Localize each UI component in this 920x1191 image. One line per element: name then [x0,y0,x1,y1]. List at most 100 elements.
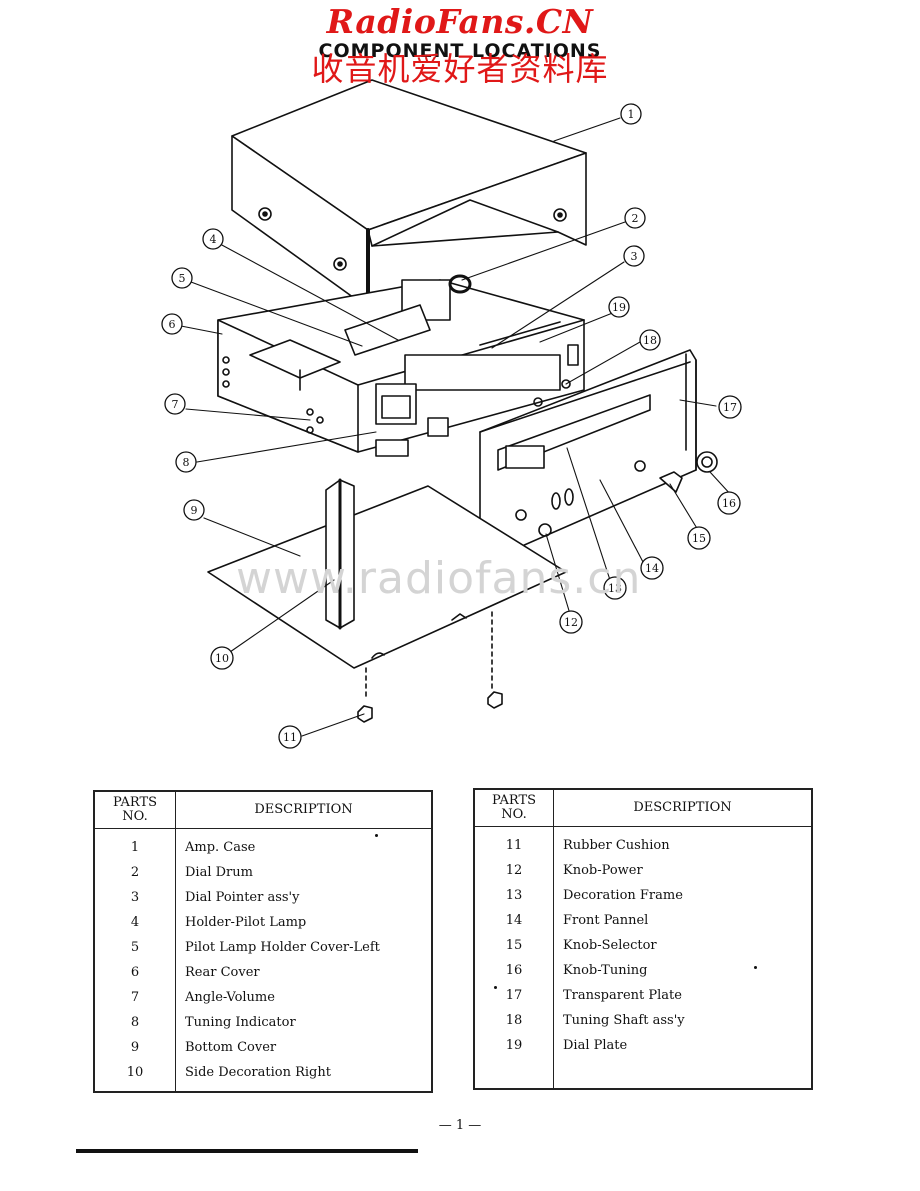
callout-17 [718,395,742,419]
callout-label: 11 [283,731,297,744]
side-decoration-part [325,478,355,630]
callout-label: 2 [632,212,639,225]
part-description: Knob-Tuning [563,963,648,978]
watermark-domain: www.radiofans.cn [236,553,642,604]
callout-3 [623,245,645,267]
leader-lines [180,117,733,737]
speck-mark [754,966,757,969]
header-description: DESCRIPTION [175,791,432,829]
table-row: 13 Decoration Frame [474,883,812,908]
part-description: Bottom Cover [185,1040,277,1055]
part-description: Side Decoration Right [185,1065,331,1080]
part-number: 15 [474,933,554,958]
callout-label: 5 [179,272,186,285]
part-description: Angle-Volume [185,990,275,1005]
header-description: DESCRIPTION [553,789,812,827]
header-no-label: NO. [122,809,148,824]
table-row: 6 Rear Cover [94,960,432,985]
callout-label: 3 [631,250,638,263]
table-header-row: PARTS NO. DESCRIPTION [474,789,812,827]
callout-labels: 1 2 3 4 5 6 7 8 9 10 11 12 13 14 15 16 1… [169,108,738,744]
amp-case-part [231,79,587,310]
part-number: 13 [474,883,554,908]
part-number: 11 [474,833,554,858]
callout-8 [175,451,197,473]
header-parts-label: PARTS [112,795,158,810]
part-description: Dial Pointer ass'y [185,890,300,905]
callout-label: 19 [612,301,626,314]
part-number: 18 [474,1008,554,1033]
table-row: 1 Amp. Case [94,835,432,860]
part-description: Tuning Indicator [185,1015,296,1030]
part-number: 1 [94,835,176,860]
callout-12 [559,610,583,634]
part-description: Tuning Shaft ass'y [563,1013,685,1028]
speck-mark [494,986,497,989]
callout-11 [278,725,302,749]
page-title: COMPONENT LOCATIONS [318,40,602,62]
part-description: Dial Plate [563,1038,628,1053]
callout-1 [620,103,642,125]
part-description: Holder-Pilot Lamp [185,915,307,930]
part-number: 10 [94,1060,176,1085]
callout-19 [608,296,630,318]
chassis-part [217,274,585,457]
table-row: 7 Angle-Volume [94,985,432,1010]
header-no-label: NO. [501,807,527,822]
parts-table-left: PARTS NO. DESCRIPTION 1 Amp. Case 2 Dial D… [93,790,433,1093]
callout-13 [603,576,627,600]
part-number: 3 [94,885,176,910]
part-number: 9 [94,1035,176,1060]
callout-5 [171,267,193,289]
part-number: 19 [474,1033,554,1058]
part-description: Pilot Lamp Holder Cover-Left [185,940,380,955]
callout-label: 14 [645,562,659,575]
table-row: 19 Dial Plate [474,1033,812,1058]
callout-label: 16 [722,497,736,510]
callout-label: 12 [564,616,578,629]
table-row: 14 Front Pannel [474,908,812,933]
part-description: Rubber Cushion [563,838,670,853]
callout-label: 4 [210,233,217,246]
parts-table-right: PARTS NO. DESCRIPTION 11 Rubber Cushion 1… [473,788,813,1090]
callout-14 [640,556,664,580]
part-description: Amp. Case [185,840,256,855]
callout-16 [717,491,741,515]
header-parts-no: PARTS NO. [94,791,176,829]
part-description: Rear Cover [185,965,260,980]
part-number: 6 [94,960,176,985]
exploded-view-diagram: 1 2 3 4 5 6 7 8 9 10 11 12 13 14 15 16 1… [161,79,742,749]
table-header-row: PARTS NO. DESCRIPTION [94,791,432,829]
table-row: 2 Dial Drum [94,860,432,885]
part-description: Front Pannel [563,913,649,928]
table-row: 3 Dial Pointer ass'y [94,885,432,910]
callout-label: 7 [172,398,179,411]
part-description: Decoration Frame [563,888,683,903]
part-number: 17 [474,983,554,1008]
part-description: Dial Drum [185,865,253,880]
callout-7 [164,393,186,415]
callout-label: 8 [183,456,190,469]
callout-9 [183,499,205,521]
part-number: 8 [94,1010,176,1035]
callout-2 [624,207,646,229]
table-row: 9 Bottom Cover [94,1035,432,1060]
part-number: 14 [474,908,554,933]
watermark-chinese-subtitle: 收音机爱好者资料库 [311,50,609,88]
part-description: Transparent Plate [563,988,682,1003]
header-parts-no: PARTS NO. [474,789,554,827]
callouts [161,103,742,749]
speck-mark [375,834,378,837]
table-row: 10 Side Decoration Right [94,1060,432,1085]
table-row: 8 Tuning Indicator [94,1010,432,1035]
callout-4 [202,228,224,250]
callout-label: 18 [643,334,657,347]
watermark-site-title: RadioFans.CN [326,2,594,41]
part-number: 7 [94,985,176,1010]
part-number: 2 [94,860,176,885]
callout-10 [210,646,234,670]
